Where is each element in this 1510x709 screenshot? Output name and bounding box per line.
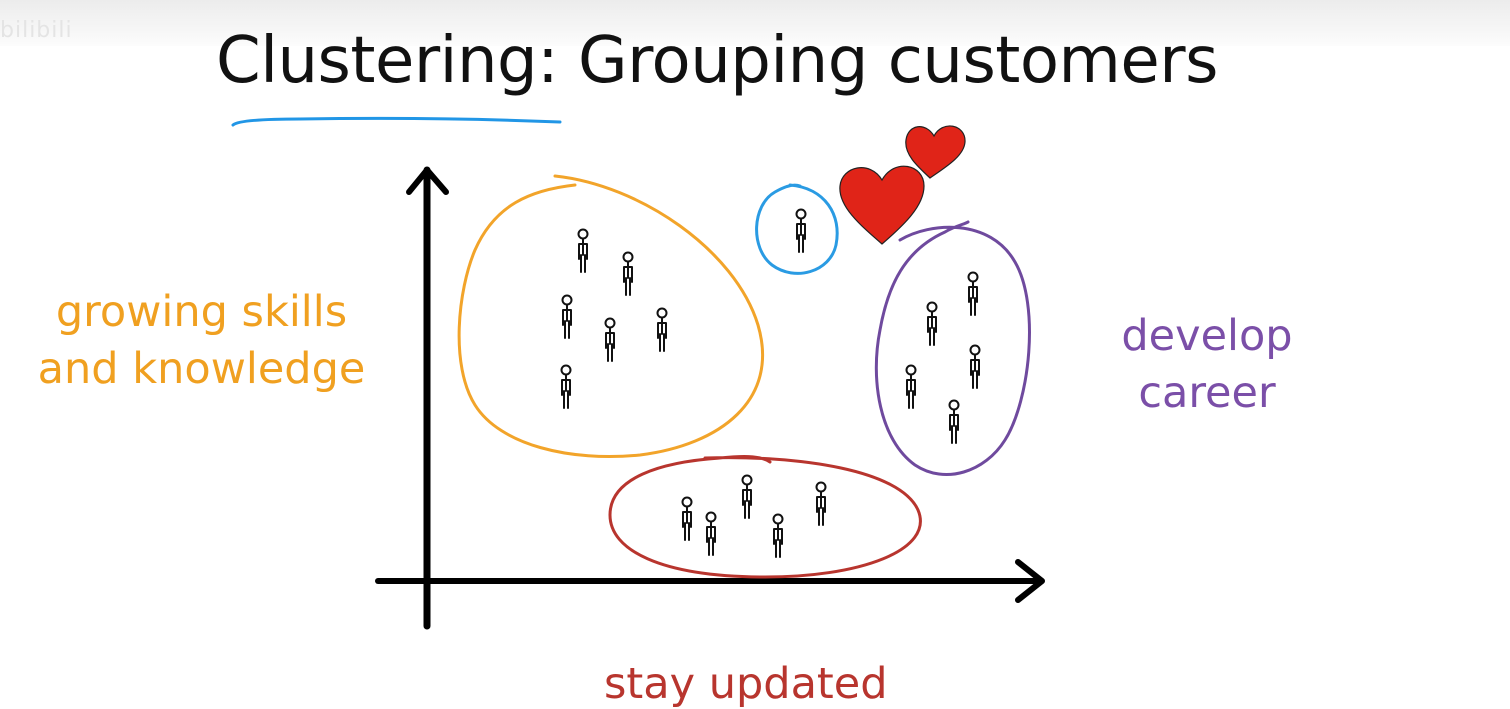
cluster-purple-outline: [874, 220, 1031, 476]
video-top-bar: [0, 0, 1510, 46]
axes: [375, 166, 1045, 630]
heart-icon: [905, 125, 966, 179]
person-icon: [604, 317, 616, 362]
cluster-red-outline: [608, 455, 922, 579]
cluster-label-orange: growing skills and knowledge: [14, 284, 389, 398]
person-icon: [795, 208, 807, 253]
cluster-label-orange-line1: growing skills: [55, 287, 348, 337]
cluster-orange-outline: [457, 174, 765, 459]
cluster-label-purple: develop career: [1100, 308, 1314, 422]
cluster-label-purple-line1: develop: [1121, 311, 1293, 361]
cluster-purple-members: [905, 271, 981, 444]
heart-icon: [839, 165, 925, 245]
cluster-blue-outline: [755, 183, 839, 275]
person-icon: [577, 228, 589, 273]
person-icon: [561, 294, 573, 339]
person-icon: [815, 481, 827, 526]
cluster-label-red: stay updated: [604, 659, 888, 709]
person-icon: [705, 511, 717, 556]
person-icon: [905, 364, 917, 409]
person-icon: [656, 307, 668, 352]
cluster-red-members: [681, 474, 827, 558]
person-icon: [926, 301, 938, 346]
person-icon: [772, 513, 784, 558]
title-underline: [231, 116, 562, 127]
person-icon: [741, 474, 753, 519]
person-icon: [967, 271, 979, 316]
person-icon: [622, 251, 634, 296]
cluster-label-orange-line2: and knowledge: [37, 344, 366, 394]
person-icon: [681, 496, 693, 541]
cluster-label-purple-line2: career: [1138, 368, 1276, 418]
person-icon: [948, 399, 960, 444]
cluster-orange-members: [560, 228, 668, 409]
watermark: bilibili: [0, 18, 73, 43]
person-icon: [560, 364, 572, 409]
person-icon: [969, 344, 981, 389]
slide-title: Clustering: Grouping customers: [216, 24, 1218, 98]
